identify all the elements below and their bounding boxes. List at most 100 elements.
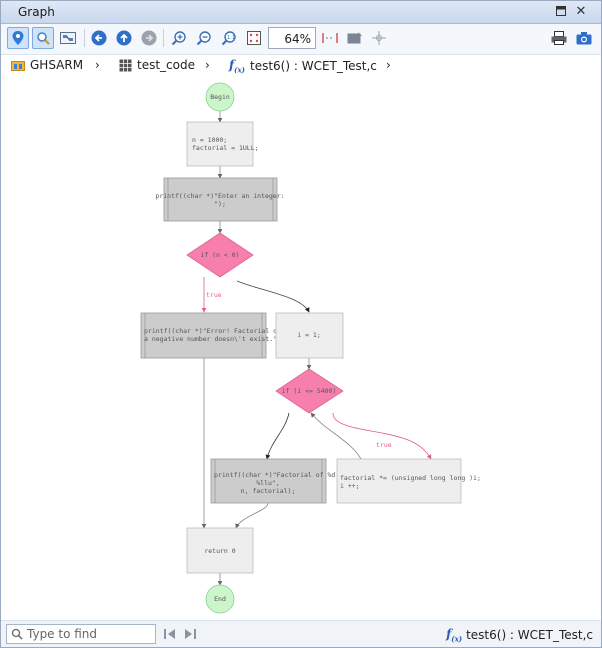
screenshot-button[interactable] [573, 27, 595, 49]
zoom-actual-icon: 1:1 [221, 31, 236, 46]
arrow-right-icon [141, 30, 157, 46]
printf-error-node[interactable]: printf((char *)"Error! Factorial of a ne… [140, 312, 285, 359]
loop-line-2: i ++; [340, 482, 360, 490]
toolbar-separator [163, 29, 164, 47]
status-function: f(x) test6() : WCET_Test,c [446, 627, 593, 643]
status-function-label: test6() : WCET_Test,c [466, 628, 593, 643]
search-icon [11, 628, 23, 640]
chevron-right-icon: › [386, 58, 391, 72]
breadcrumb-function[interactable]: f(x) test6() : WCET_Test,c [229, 58, 377, 74]
init-line-1: n = 1000; [192, 136, 227, 144]
overview-button[interactable] [57, 27, 79, 49]
zoom-in-button[interactable] [168, 27, 190, 49]
begin-label: Begin [210, 93, 230, 101]
crosshair-icon [372, 31, 386, 45]
maximize-icon[interactable] [554, 5, 568, 19]
decision-n-node[interactable]: if (n < 0) [186, 232, 254, 278]
edge-loop-back [310, 412, 362, 460]
status-bar: Type to find f(x) test6() : WCET_Test,c [1, 620, 601, 647]
end-node[interactable]: End [205, 584, 235, 614]
breadcrumb: GHSARM › test_code › f(x) test6() : WCET… [1, 55, 601, 77]
expand-icon [322, 33, 338, 43]
svg-text:1:1: 1:1 [227, 35, 235, 41]
find-input[interactable]: Type to find [6, 624, 156, 644]
breadcrumb-project-label: GHSARM [30, 58, 84, 72]
edge [265, 412, 290, 460]
fit-window-icon [247, 31, 261, 45]
zoom-actual-button[interactable]: 1:1 [218, 27, 240, 49]
end-label: End [214, 595, 226, 603]
chevron-right-icon: › [95, 58, 100, 72]
decision-n-label: if (n < 0) [200, 251, 239, 259]
chevron-right-icon: › [205, 58, 210, 72]
zoom-out-icon [196, 31, 211, 46]
breadcrumb-module[interactable]: test_code [119, 58, 195, 72]
toolbar-separator [84, 29, 85, 47]
camera-icon [576, 32, 592, 45]
find-placeholder: Type to find [27, 627, 98, 641]
project-icon [11, 61, 25, 71]
arrow-up-icon [116, 30, 132, 46]
magnifier-icon [37, 32, 50, 45]
printf-factorial-line-2: %llu", [256, 479, 279, 487]
printf-enter-node[interactable]: printf((char *)"Enter an integer: "); [155, 177, 285, 222]
printf-error-line-2: a negative number doesn\'t exist."); [144, 335, 285, 343]
printf-factorial-line-1: printf((char *)"Factorial of %d = [214, 471, 343, 479]
printer-icon [551, 31, 567, 45]
find-next-button[interactable] [179, 623, 201, 645]
export-image-button[interactable] [344, 27, 366, 49]
overview-icon [60, 32, 76, 44]
graph-canvas[interactable]: Begin n = 1000; factorial = 1ULL; printf… [1, 77, 601, 621]
search-node-button[interactable] [32, 27, 54, 49]
close-icon[interactable]: ✕ [575, 4, 587, 19]
printf-enter-line-1: printf((char *)"Enter an integer: [155, 192, 284, 200]
edge [235, 502, 269, 529]
printf-enter-line-2: "); [214, 200, 226, 208]
breadcrumb-function-label: test6() : WCET_Test,c [249, 59, 377, 74]
true-edge-label: true [206, 291, 222, 299]
fit-to-window-button[interactable] [243, 27, 265, 49]
loop-body-node[interactable]: factorial *= (unsigned long long )i; i +… [336, 458, 481, 504]
breadcrumb-project[interactable]: GHSARM [11, 58, 83, 72]
edge [236, 280, 310, 313]
module-grid-icon [119, 58, 132, 72]
assign-i-node[interactable]: i = 1; [275, 312, 344, 359]
window-title: Graph [18, 5, 55, 19]
begin-node[interactable]: Begin [205, 82, 235, 112]
return-label: return 0 [204, 547, 235, 555]
zoom-level-field[interactable]: 64% [268, 27, 316, 49]
function-icon: f(x) [229, 58, 245, 75]
arrow-left-icon [91, 30, 107, 46]
zoom-in-icon [171, 31, 186, 46]
breadcrumb-module-label: test_code [137, 58, 195, 72]
layout-button[interactable] [368, 27, 390, 49]
back-button[interactable] [88, 27, 110, 49]
assign-i-label: i = 1; [297, 331, 320, 339]
printf-error-line-1: printf((char *)"Error! Factorial of [144, 327, 281, 335]
decision-i-label: if (i <= 5400) [282, 387, 337, 395]
true-edge-label: true [376, 441, 392, 449]
print-button[interactable] [548, 27, 570, 49]
decision-i-node[interactable]: if (i <= 5400) [275, 368, 344, 414]
init-line-2: factorial = 1ULL; [192, 144, 259, 152]
forward-button[interactable] [138, 27, 160, 49]
image-export-icon [347, 32, 362, 44]
printf-factorial-line-3: n, factorial); [241, 487, 296, 495]
flow-graph: Begin n = 1000; factorial = 1ULL; printf… [140, 82, 481, 614]
locate-button[interactable] [7, 27, 29, 49]
previous-icon [164, 629, 175, 639]
location-pin-icon [12, 31, 24, 45]
function-icon: f(x) [446, 627, 463, 644]
printf-factorial-node[interactable]: printf((char *)"Factorial of %d = %llu",… [210, 458, 343, 504]
title-bar: Graph ✕ [1, 1, 601, 24]
edge-true [332, 412, 432, 460]
up-button[interactable] [113, 27, 135, 49]
find-previous-button[interactable] [159, 623, 181, 645]
expand-button[interactable] [319, 27, 341, 49]
return-node[interactable]: return 0 [186, 527, 254, 574]
loop-line-1: factorial *= (unsigned long long )i; [340, 474, 481, 482]
zoom-out-button[interactable] [193, 27, 215, 49]
init-block-node[interactable]: n = 1000; factorial = 1ULL; [186, 121, 259, 167]
graph-edges [201, 111, 432, 586]
